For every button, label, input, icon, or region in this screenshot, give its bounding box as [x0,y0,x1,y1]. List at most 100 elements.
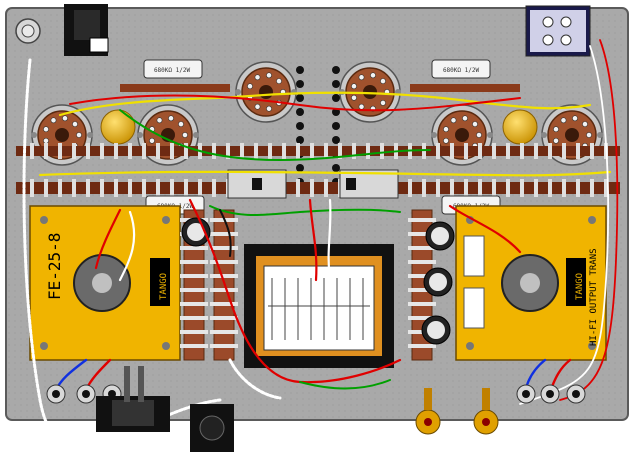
resistor-label-1: 680KΩ 1/2W [154,67,191,74]
ground-dot [296,66,304,74]
terminal-lug [408,316,436,320]
tag-pin [128,143,132,159]
tag-pin [534,179,538,197]
tag-pin [184,179,188,197]
ground-dot [332,66,340,74]
tag-pin [520,179,524,197]
tag-pin [492,143,496,159]
left-output-transformer: FE-25-8 TANGO [29,205,181,361]
right-transformer-brand: TANGO [575,273,585,300]
terminal-lug [408,232,436,236]
ground-dot [332,94,340,102]
tag-pin [100,179,104,197]
ground-dot [332,80,340,88]
tag-pin [352,143,356,159]
tag-pin [142,143,146,159]
rca-jack-icon[interactable] [415,388,499,435]
power-transformer [244,244,394,368]
tag-pin [114,143,118,159]
terminal-lug [180,302,208,306]
terminal-lug [210,232,238,236]
tag-pin [30,143,34,159]
tag-pin [478,143,482,159]
tag-pin [520,143,524,159]
binding-post-icon[interactable] [540,384,560,404]
tag-pin [156,143,160,159]
tag-pin [324,143,328,159]
tag-pin [282,143,286,159]
tag-pin [464,179,468,197]
terminal-lug [180,246,208,250]
tag-pin [142,179,146,197]
tag-pin [436,179,440,197]
tag-pin [492,179,496,197]
tag-pin [590,179,594,197]
binding-post-icon[interactable] [46,384,66,404]
ground-dot [296,136,304,144]
tag-pin [562,179,566,197]
ground-dot [332,164,340,172]
tag-pin [436,143,440,159]
tag-pin [450,143,454,159]
tag-pin [184,143,188,159]
tag-pin [562,143,566,159]
tag-pin [212,179,216,197]
power-switch[interactable] [64,4,109,56]
terminal-lug [408,218,436,222]
tag-pin [296,143,300,159]
transformer-winding-labels [268,278,370,340]
regulator-left [227,169,287,199]
tag-pin [310,143,314,159]
terminal-lug [210,274,238,278]
power-inlet-icon[interactable] [96,366,170,432]
terminal-lug [210,260,238,264]
tag-board-upper [16,146,620,156]
tag-pin [100,143,104,159]
left-transformer-model: FE-25-8 [45,233,64,300]
tag-pin [72,179,76,197]
terminal-lug [408,274,436,278]
tag-pin [310,179,314,197]
tag-pin [86,143,90,159]
tag-pin [268,143,272,159]
terminal-lug [180,260,208,264]
tag-pin [464,143,468,159]
ground-dot [296,164,304,172]
tag-pin [576,143,580,159]
right-transformer-title: HI-FI OUTPUT TRANS [589,248,599,346]
terminal-lug [180,330,208,334]
tag-pin [576,179,580,197]
binding-post-icon[interactable] [76,384,96,404]
tag-pin [58,143,62,159]
tag-pin [380,143,384,159]
terminal-lug [408,302,436,306]
tag-pin [296,179,300,197]
terminal-lug [180,288,208,292]
ground-dot [332,136,340,144]
tag-pin [506,179,510,197]
tag-pin [548,143,552,159]
tag-pin [450,179,454,197]
tube-socket-icon [235,61,297,123]
binding-post-icon[interactable] [566,384,586,404]
tag-pin [590,143,594,159]
resistor-label-2: 680KΩ 1/2W [443,67,480,74]
binding-post-icon[interactable] [516,384,536,404]
tag-pin [254,143,258,159]
ground-dot [296,94,304,102]
tag-pin [44,143,48,159]
tag-pin [170,143,174,159]
fuse-socket-icon [190,404,234,452]
terminal-lug [180,344,208,348]
terminal-lug [210,344,238,348]
tag-pin [422,179,426,197]
tag-pin [114,179,118,197]
terminal-lug [180,316,208,320]
tag-pin [506,143,510,159]
terminal-lug [408,246,436,250]
top-resistor-board-left: 680KΩ 1/2W [120,59,230,92]
tag-pin [240,143,244,159]
tag-board-lower [16,182,620,194]
input-jack-block [525,5,591,57]
